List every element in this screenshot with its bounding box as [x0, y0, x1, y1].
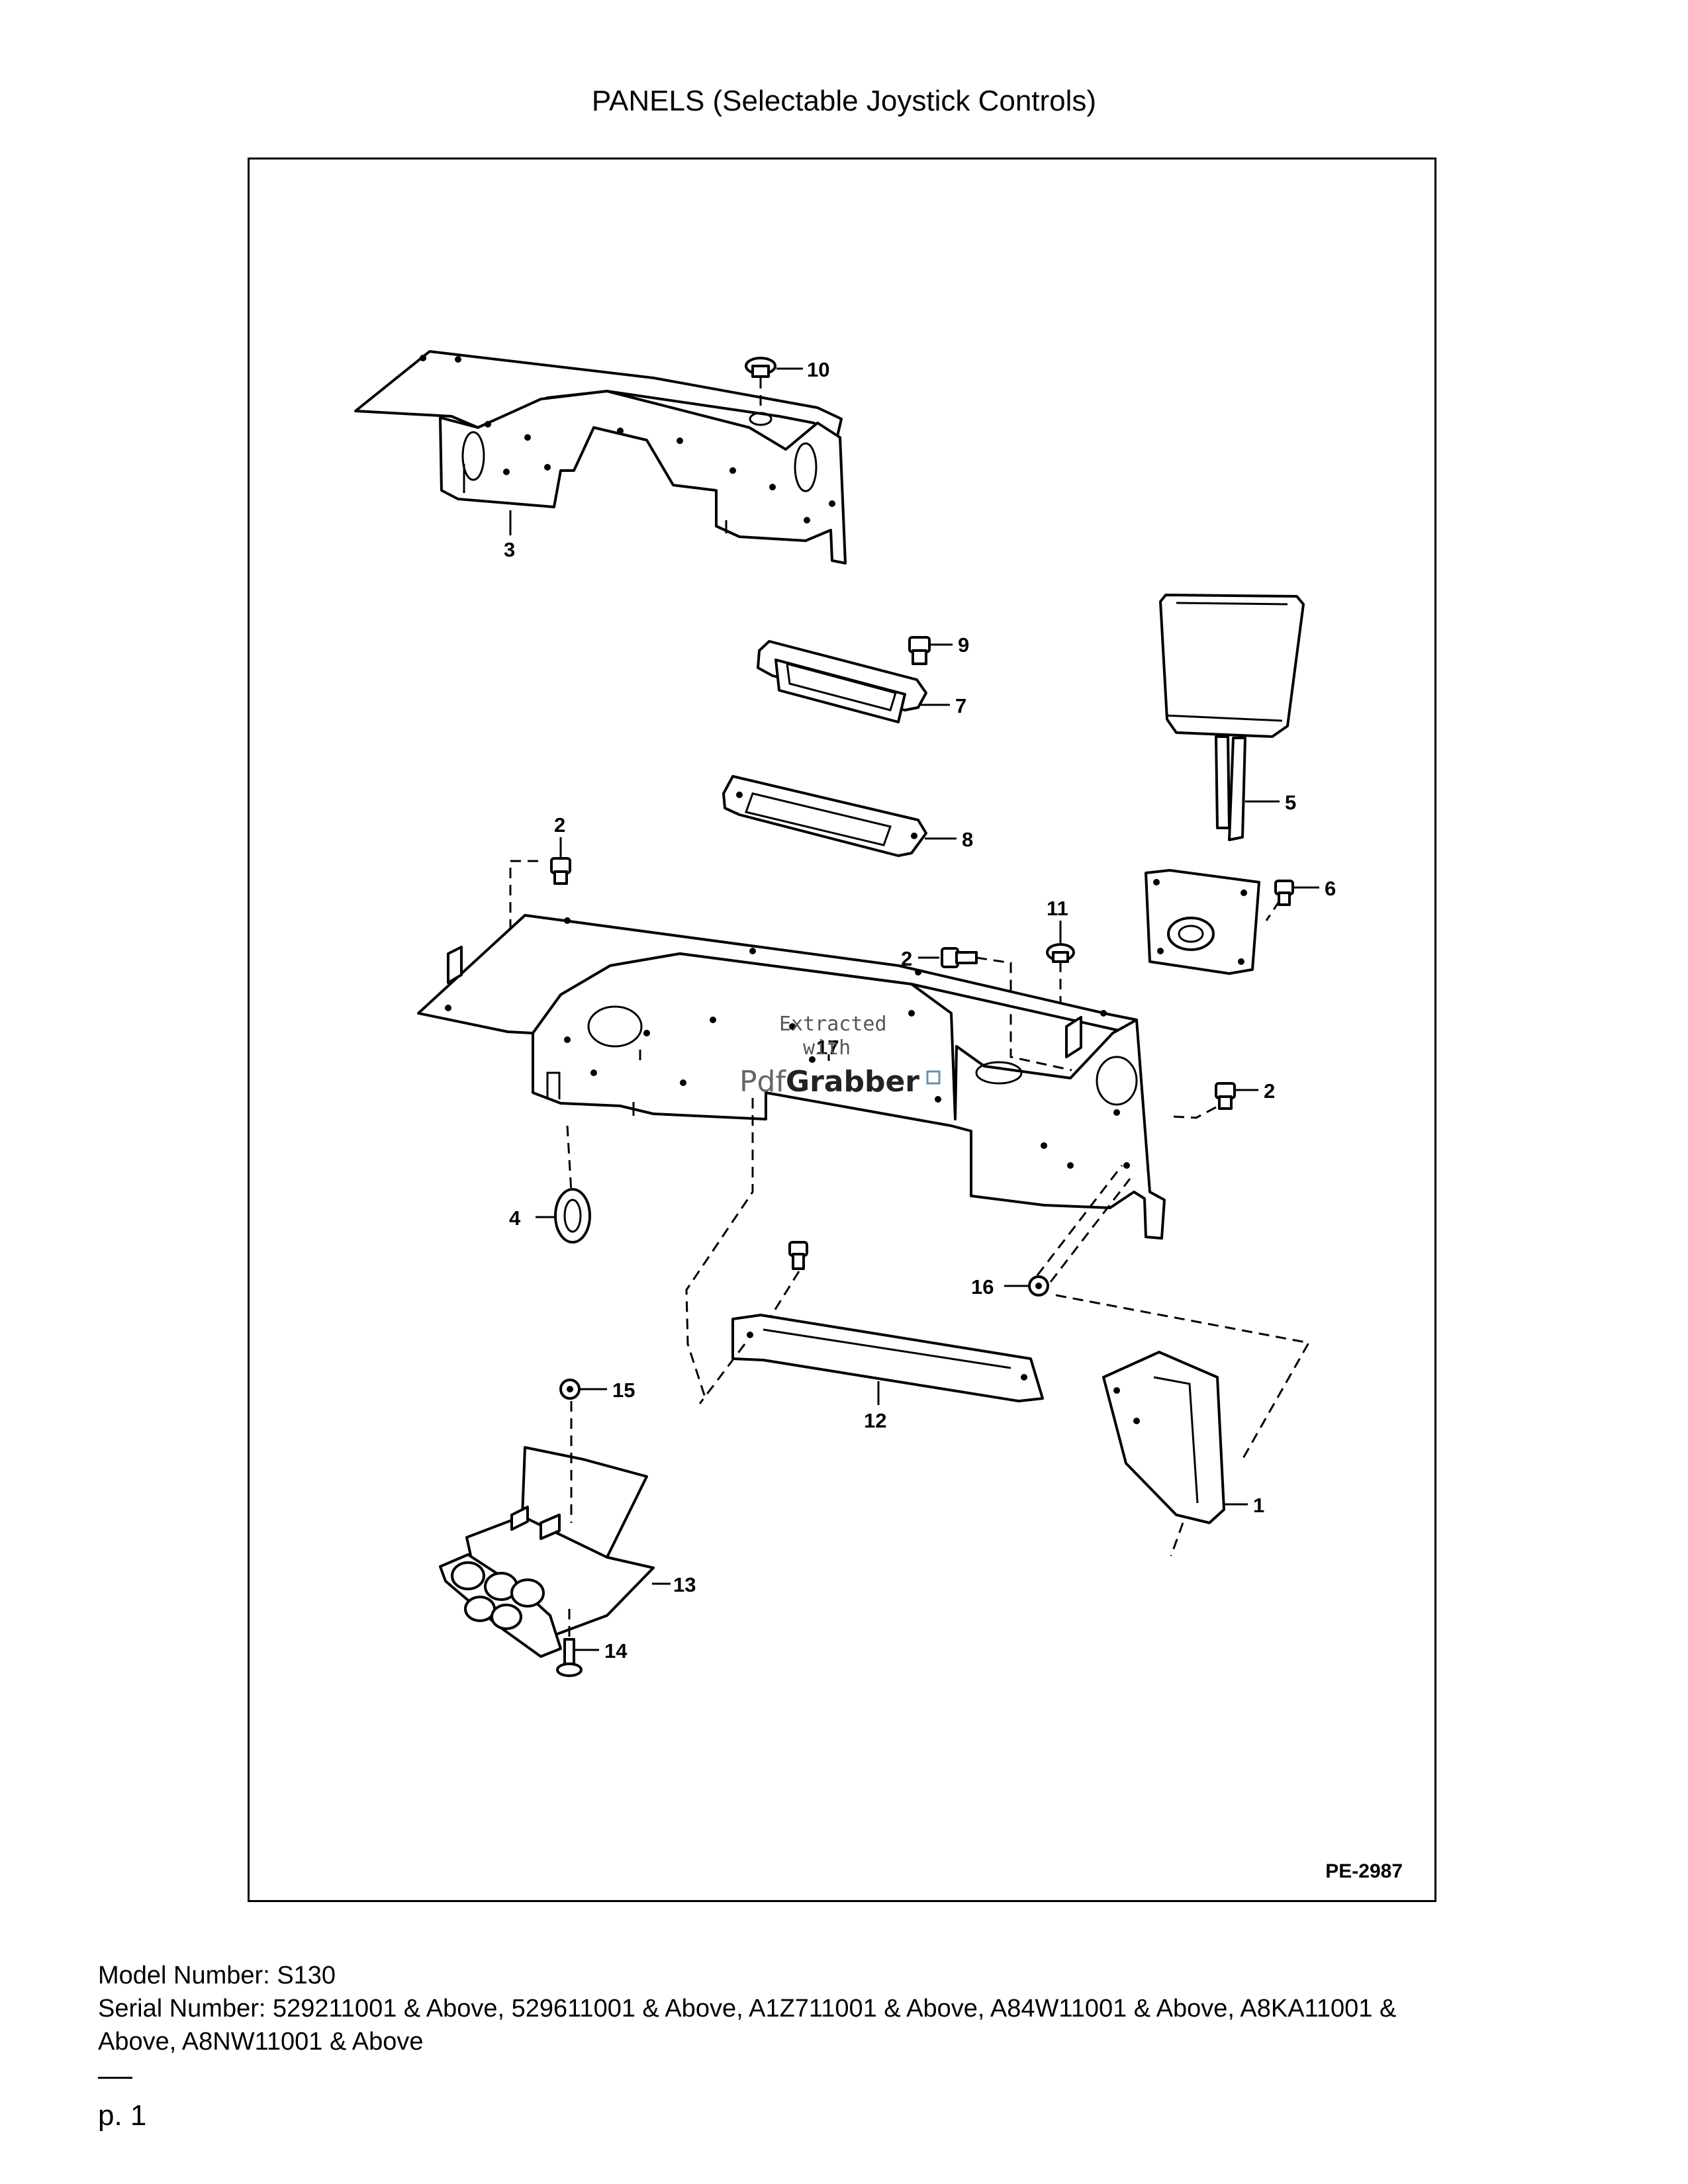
part-9-bolt [908, 636, 931, 665]
part-5-joystick-mount [1145, 594, 1305, 975]
watermark-line-2: with [803, 1036, 851, 1060]
callout-11: 11 [1047, 897, 1068, 920]
callout-15: 15 [612, 1379, 635, 1402]
part-10-plug [745, 357, 776, 426]
callout-6: 6 [1325, 877, 1336, 900]
part-8-gasket [722, 775, 927, 857]
page-number: p. 1 [98, 2099, 147, 2132]
part-16-nut [1028, 1165, 1131, 1297]
part-4-grommet [554, 1125, 591, 1244]
main-lower-panel [417, 914, 1166, 1240]
callout-16: 16 [971, 1275, 994, 1298]
watermark-line-1: Extracted [779, 1013, 887, 1036]
part-12-bar [685, 1098, 1044, 1404]
leader-lines [509, 367, 1319, 1651]
callout-17: 17 [816, 1036, 839, 1059]
callout-5: 5 [1285, 791, 1296, 814]
watermark-logo-grabber: Grabber [786, 1065, 919, 1099]
callout-3: 3 [504, 538, 515, 561]
callout-2-left: 2 [554, 813, 565, 837]
part-3-upper-panel [354, 350, 847, 565]
drawing-code: PE-2987 [1325, 1860, 1403, 1882]
part-7-bezel [757, 640, 927, 723]
callout-14: 14 [604, 1639, 628, 1662]
page-number-rule [98, 2077, 132, 2079]
serial-number-line-2: Above, A8NW11001 & Above [98, 2028, 424, 2056]
part-6-bolt [1265, 880, 1294, 921]
part-11-plug [1046, 943, 1075, 1013]
footer-info: Model Number: S130 Serial Number: 529211… [98, 1959, 1607, 2058]
watermark-logo: PdfGrabber [739, 1065, 919, 1099]
watermark-icon [926, 1070, 941, 1085]
callout-1: 1 [1253, 1494, 1264, 1517]
exploded-parts-diagram: 10 3 9 7 5 8 2 6 11 2 2 17 4 16 15 12 1 … [354, 350, 1336, 1677]
part-2-bolt-right [1172, 1082, 1236, 1119]
part-1-bracket [1055, 1294, 1311, 1557]
callout-2-middle: 2 [901, 947, 912, 970]
diagram-frame: 10 3 9 7 5 8 2 6 11 2 2 17 4 16 15 12 1 … [248, 158, 1436, 1902]
callout-9: 9 [958, 633, 969, 657]
callout-4: 4 [509, 1206, 521, 1230]
callout-10: 10 [807, 358, 829, 381]
part-13-foot-plate [439, 1446, 655, 1658]
part-15-nut [559, 1379, 581, 1523]
callout-8: 8 [962, 828, 973, 851]
watermark-logo-pdf: Pdf [739, 1065, 786, 1099]
part-14-bolt [556, 1602, 583, 1677]
serial-number-line-1: Serial Number: 529211001 & Above, 529611… [98, 1995, 1397, 2023]
callout-12: 12 [864, 1409, 886, 1432]
page-title: PANELS (Selectable Joystick Controls) [591, 85, 1097, 117]
pdfgrabber-watermark: Extracted with PdfGrabber [739, 1013, 941, 1099]
callout-7: 7 [955, 694, 966, 717]
callout-13: 13 [673, 1573, 696, 1596]
callout-2-right: 2 [1264, 1079, 1275, 1103]
part-2-bolt-middle [941, 947, 1072, 1071]
model-number: Model Number: S130 [98, 1962, 336, 1989]
